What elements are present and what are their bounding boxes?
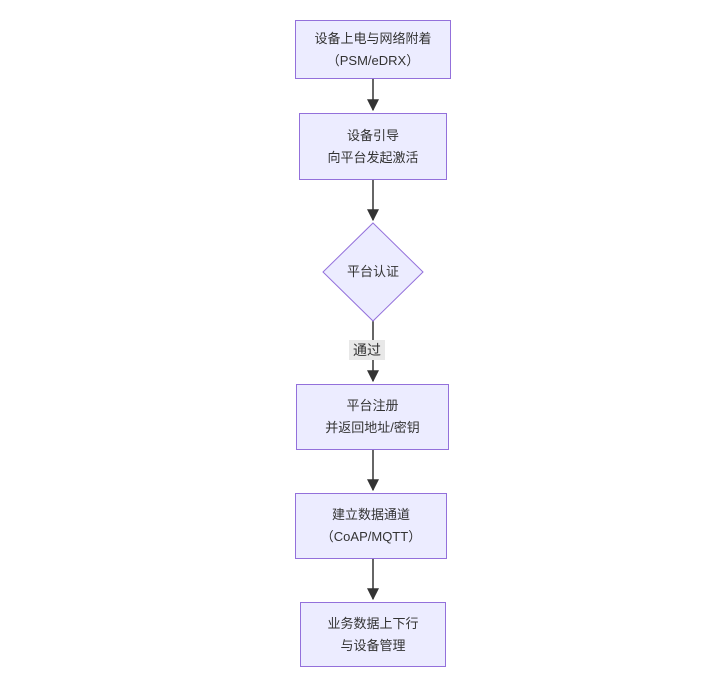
node-text-line: 与设备管理 <box>340 637 406 653</box>
flow-node-bootstrap-activate: 设备引导 向平台发起激活 <box>299 113 447 180</box>
node-text-line: 建立数据通道 <box>331 507 410 522</box>
node-text-line: 设备上电与网络附着 <box>314 30 432 46</box>
node-text-line: （PSM/eDRX） <box>326 52 420 68</box>
node-text-line: 并返回地址/密钥 <box>325 420 420 435</box>
node-text-line: （CoAP/MQTT） <box>320 529 422 544</box>
node-text-line: 平台注册 <box>346 398 399 413</box>
flow-node-platform-register: 平台注册 并返回地址/密钥 <box>296 384 449 450</box>
flow-node-power-attach: 设备上电与网络附着 （PSM/eDRX） <box>295 20 451 79</box>
flow-node-data-channel: 建立数据通道 （CoAP/MQTT） <box>295 493 447 559</box>
node-text-line: 业务数据上下行 <box>327 615 419 631</box>
edge-label-pass: 通过 <box>349 340 385 360</box>
node-text-line: 设备引导 <box>346 127 399 143</box>
flow-node-business-data: 业务数据上下行 与设备管理 <box>300 602 446 667</box>
flow-decision-platform-auth: 平台认证 <box>346 264 399 279</box>
node-text-line: 向平台发起激活 <box>327 149 419 165</box>
